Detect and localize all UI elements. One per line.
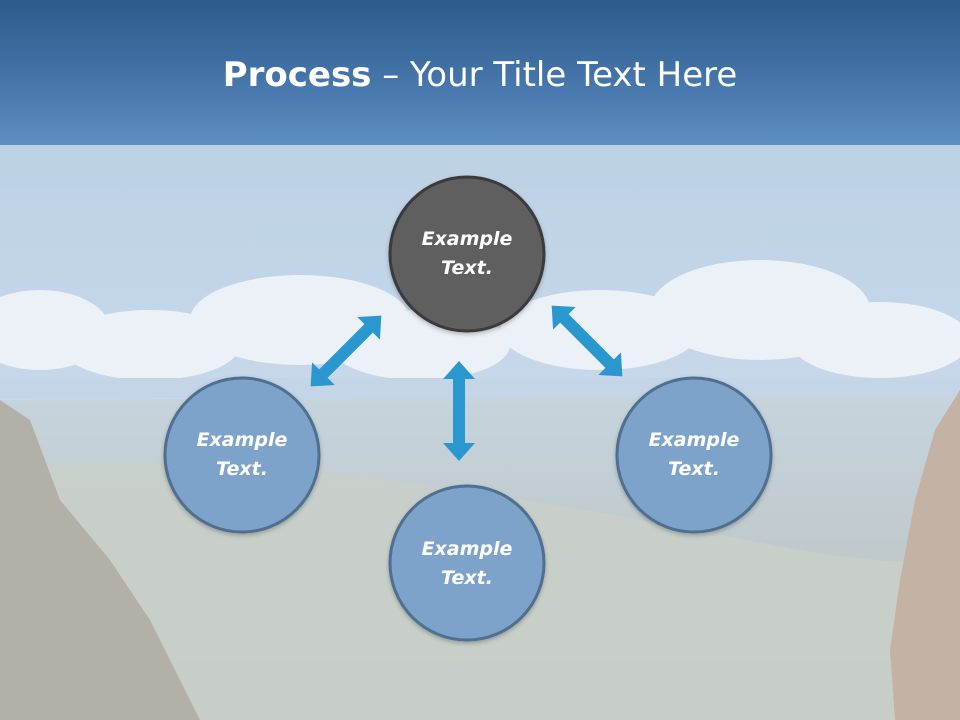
node-center-line1: Example (421, 228, 513, 250)
node-center (388, 175, 546, 333)
double-arrow-center-bottom (443, 361, 475, 461)
node-right (615, 376, 773, 534)
title-bold: Process (222, 55, 372, 95)
node-bottom-line1: Example (421, 538, 513, 560)
node-left-line1: Example (196, 429, 288, 451)
node-left-line2: Text. (216, 458, 268, 480)
slide-title: Process – Your Title Text Here (0, 52, 960, 98)
node-bottom-label: Example Text. (392, 535, 542, 593)
node-right-line2: Text. (668, 458, 720, 480)
node-left (163, 376, 321, 534)
title-bar: Process – Your Title Text Here (0, 0, 960, 145)
node-center-line2: Text. (441, 257, 493, 279)
double-arrow-center-right (551, 305, 623, 377)
double-arrow-center-left (310, 315, 382, 387)
node-left-label: Example Text. (167, 426, 317, 484)
node-right-line1: Example (648, 429, 740, 451)
node-right-label: Example Text. (619, 426, 769, 484)
node-bottom-line2: Text. (441, 567, 493, 589)
node-center-label: Example Text. (392, 225, 542, 283)
title-rest: – Your Title Text Here (371, 55, 738, 95)
node-bottom (388, 484, 546, 642)
